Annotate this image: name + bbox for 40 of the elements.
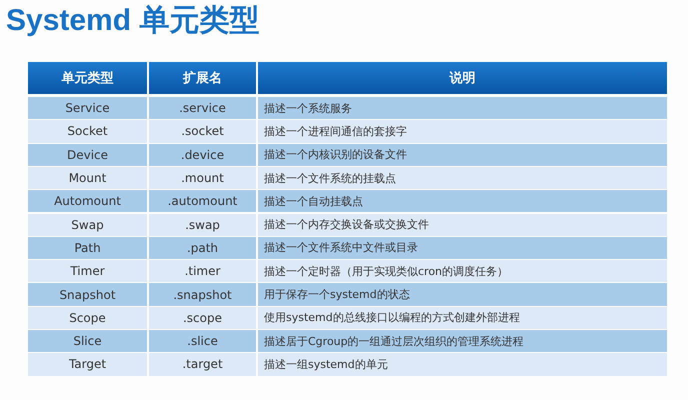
table-cell: 描述一组systemd的单元: [258, 353, 667, 376]
table-cell: Target: [28, 353, 147, 376]
table-cell: 描述一个系统服务: [258, 97, 667, 120]
table-cell: .target: [149, 353, 256, 376]
table-cell: Mount: [28, 166, 147, 190]
table-cell: Timer: [28, 260, 147, 282]
table-cell: Automount: [28, 190, 147, 212]
table-cell: 描述一个内核识别的设备文件: [258, 144, 667, 166]
table-cell: 描述一个进程间通信的套接字: [258, 120, 667, 143]
table-cell: Path: [28, 236, 147, 260]
table-cell: 描述一个定时器（用于实现类似cron的调度任务）: [258, 260, 667, 282]
table-cell: .swap: [149, 214, 256, 236]
table-cell: Socket: [28, 120, 147, 143]
table-cell: Service: [28, 97, 147, 120]
table-cell: Slice: [28, 330, 147, 352]
table-cell: Swap: [28, 214, 147, 236]
header-cell: 单元类型: [28, 62, 147, 94]
table-cell: .scope: [149, 306, 256, 329]
table-cell: 描述一个自动挂载点: [258, 190, 667, 212]
table-cell: .automount: [149, 190, 256, 212]
table-cell: .snapshot: [149, 283, 256, 306]
table-cell: 使用systemd的总线接口以编程的方式创建外部进程: [258, 306, 667, 329]
table-cell: .service: [149, 97, 256, 120]
table-cell: .mount: [149, 166, 256, 190]
table-cell: Device: [28, 144, 147, 166]
table-cell: .device: [149, 144, 256, 166]
header-cell: 扩展名: [149, 62, 256, 94]
table-cell: .timer: [149, 260, 256, 282]
table-cell: .slice: [149, 330, 256, 352]
table-cell: Scope: [28, 306, 147, 329]
table-cell: 描述一个文件系统的挂载点: [258, 166, 667, 190]
table-cell: 描述一个内存交换设备或交换文件: [258, 214, 667, 236]
table-cell: Snapshot: [28, 283, 147, 306]
title: Systemd 单元类型: [6, 3, 260, 39]
header-cell: 说明: [258, 62, 667, 94]
table-cell: .path: [149, 236, 256, 260]
table-cell: 描述居于Cgroup的一组通过层次组织的管理系统进程: [258, 330, 667, 352]
table-cell: .socket: [149, 120, 256, 143]
table-cell: 用于保存一个systemd的状态: [258, 283, 667, 306]
table-cell: 描述一个文件系统中文件或目录: [258, 236, 667, 260]
